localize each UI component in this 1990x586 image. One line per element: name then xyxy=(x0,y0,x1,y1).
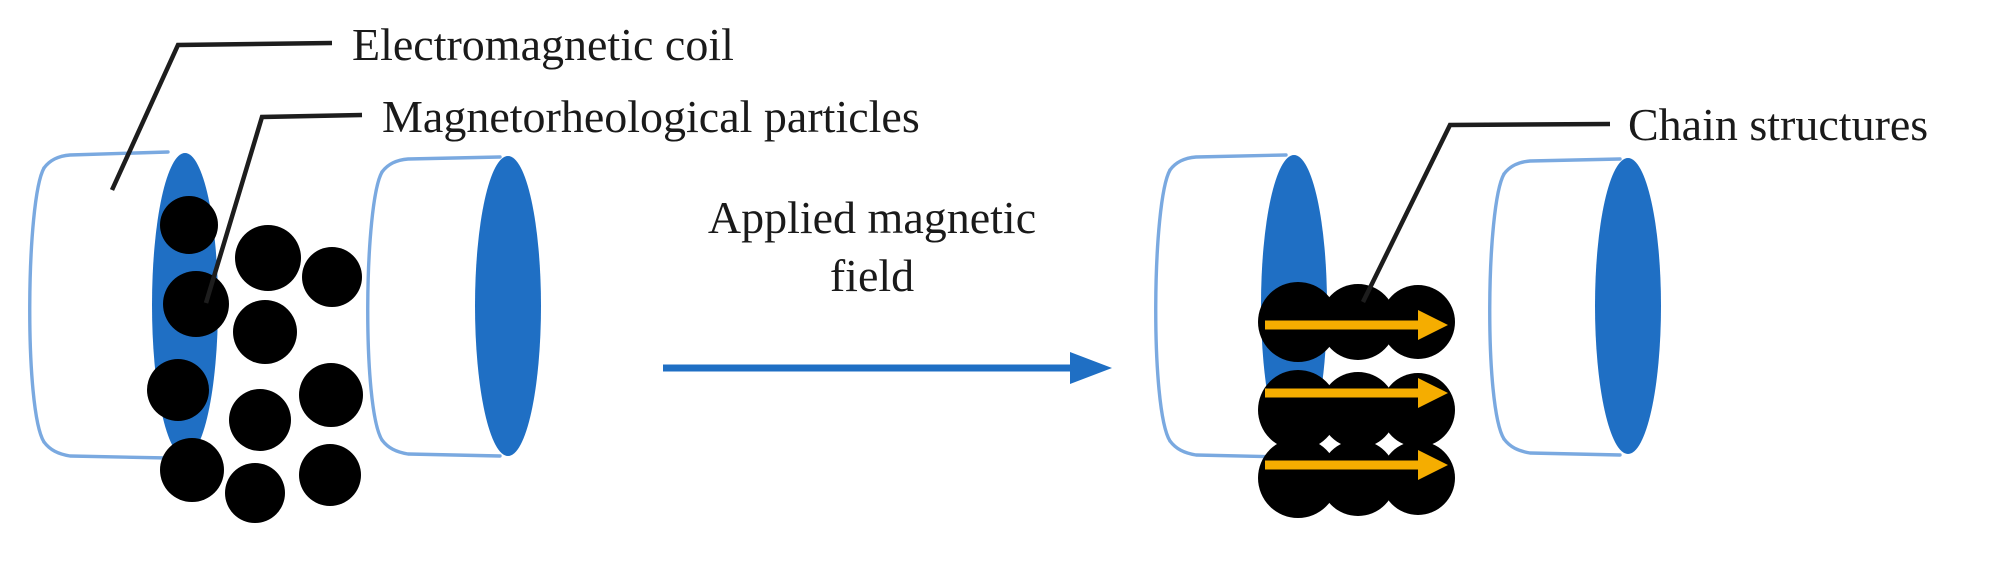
transition-group: Applied magnetic field xyxy=(663,192,1112,384)
particle xyxy=(163,271,229,337)
cylinder-b-bottom-edge xyxy=(380,438,502,458)
chain-row xyxy=(1258,370,1455,450)
leader-electromagnetic-coil xyxy=(109,40,333,191)
particle xyxy=(160,438,224,502)
left-assembly xyxy=(28,40,541,523)
particle xyxy=(299,444,361,506)
label-group: Electromagnetic coil Magnetorheological … xyxy=(352,19,1928,150)
cylinder-a-top-edge xyxy=(42,150,170,170)
cylinder-b-blue-face xyxy=(475,156,541,456)
chain-arrow-head xyxy=(1418,378,1448,408)
particle xyxy=(233,300,297,364)
cylinder-c-left-rim xyxy=(1154,168,1172,443)
particle xyxy=(160,196,218,254)
chain-arrow-head xyxy=(1418,310,1448,340)
cylinder-a-left-rim xyxy=(28,166,46,444)
right-assembly xyxy=(1154,121,1661,518)
cylinder-b-left-rim xyxy=(366,170,384,442)
particle xyxy=(1320,440,1396,516)
cylinder-c-body-fill xyxy=(1165,157,1290,453)
cylinder-d-body-fill xyxy=(1500,160,1628,451)
chain-structures-group xyxy=(1258,282,1455,518)
cylinder-d-left-rim xyxy=(1488,172,1506,441)
applied-field-label-line2: field xyxy=(830,250,914,301)
particle xyxy=(302,247,362,307)
applied-field-arrow-head xyxy=(1070,352,1112,384)
leader-magnetorheological-particles xyxy=(203,112,363,304)
cylinder-b-body-fill xyxy=(378,158,508,452)
cylinder-b-top-edge xyxy=(380,155,502,174)
particle xyxy=(299,363,363,427)
applied-field-label-line1: Applied magnetic xyxy=(708,192,1036,243)
label-electromagnetic-coil: Electromagnetic coil xyxy=(352,19,734,70)
chain-arrow-head xyxy=(1418,450,1448,480)
label-chain-structures: Chain structures xyxy=(1628,99,1928,150)
cylinder-d-bottom-edge xyxy=(1502,437,1622,457)
cylinder-d-blue-face xyxy=(1595,158,1661,454)
particle xyxy=(147,359,209,421)
leader-chain-structures-path xyxy=(1360,121,1611,303)
particle xyxy=(1258,438,1338,518)
label-magnetorheological-particles: Magnetorheological particles xyxy=(382,91,920,142)
chain-row xyxy=(1258,282,1455,362)
cylinder-a-body-fill xyxy=(38,155,175,455)
right-coil-cylinder-d xyxy=(1488,157,1661,457)
left-coil-cylinder-b xyxy=(366,155,541,458)
particle xyxy=(229,389,291,451)
particle xyxy=(225,463,285,523)
chain-row xyxy=(1258,438,1455,518)
left-particle-group xyxy=(147,196,363,523)
cylinder-c-bottom-edge xyxy=(1168,439,1288,459)
cylinder-d-top-edge xyxy=(1502,157,1622,176)
particle xyxy=(235,225,301,291)
cylinder-a-bottom-edge xyxy=(42,440,170,460)
cylinder-c-top-edge xyxy=(1168,153,1288,172)
